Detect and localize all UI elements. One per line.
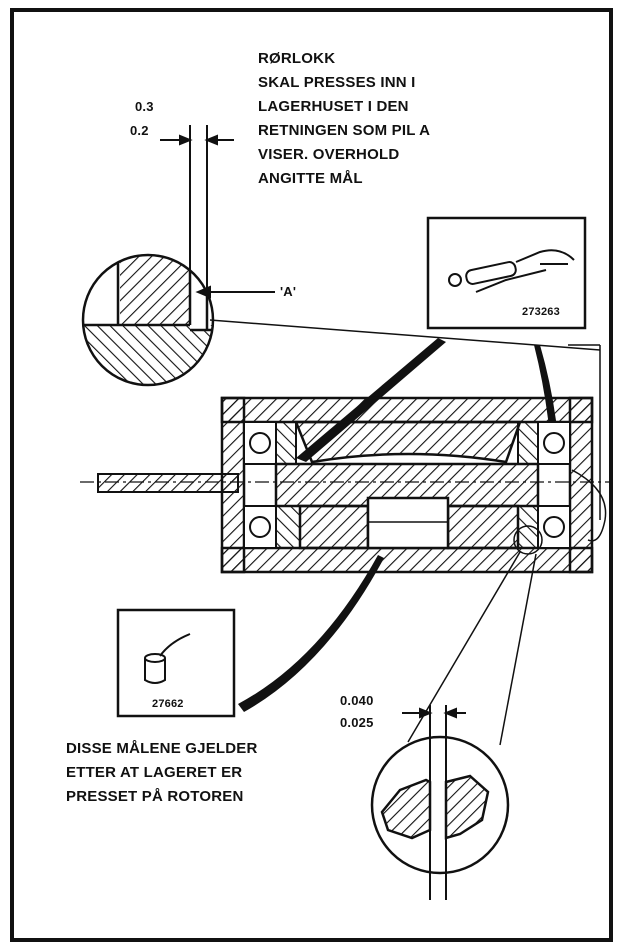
detail-circle-bottom (370, 735, 510, 875)
note-bottom-line-3: PRESSET PÅ ROTOREN (66, 788, 244, 805)
note-top-line-4: RETNINGEN SOM PIL A (258, 122, 431, 139)
grease-can-icon (144, 633, 191, 684)
grease-gun-part-number: 273263 (522, 306, 560, 318)
note-bottom-line-1: DISSE MÅLENE GJELDER (66, 740, 258, 757)
lower-dim-max: 0.040 (340, 693, 374, 708)
grease-can-box (116, 608, 236, 718)
arrow-a (195, 285, 275, 299)
note-top-line-2: SKAL PRESSES INN I (258, 74, 416, 91)
upper-dim-max: 0.3 (135, 99, 154, 114)
grease-gun-icon (448, 249, 575, 293)
note-top-line-3: LAGERHUSET I DEN (258, 98, 409, 115)
rotor-assembly (80, 396, 610, 574)
note-top-line-6: ANGITTE MÅL (258, 170, 363, 187)
note-top-line-1: RØRLOKK (258, 50, 336, 67)
lower-dim-min: 0.025 (340, 715, 374, 730)
detail-reference (407, 525, 543, 746)
arrow-a-label: 'A' (280, 284, 297, 299)
detail-circle-top (81, 253, 215, 387)
note-bottom-line-2: ETTER AT LAGERET ER (66, 764, 243, 781)
grease-can-part-number: 27662 (152, 698, 184, 710)
upper-dim-min: 0.2 (130, 123, 149, 138)
note-top-line-5: VISER. OVERHOLD (258, 146, 400, 163)
grease-gun-box (426, 216, 587, 330)
